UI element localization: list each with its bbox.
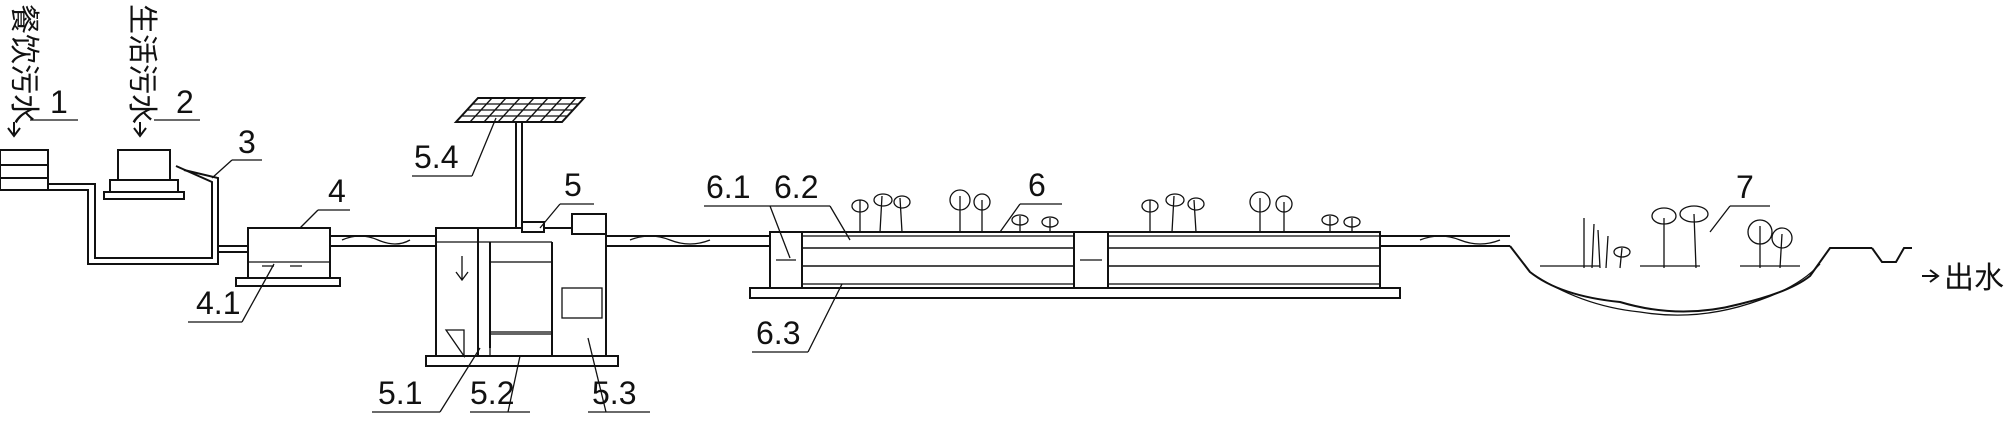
label-6-2: 6.2 <box>774 169 818 205</box>
label-7: 7 <box>1736 169 1754 205</box>
domestic-wastewater-input: 生活污水 2 <box>124 4 200 138</box>
leader-line-6 <box>999 203 1021 233</box>
pipe-4-to-5 <box>330 235 436 247</box>
leader-line-5-2 <box>507 355 521 413</box>
leader-line-6-2 <box>829 205 851 241</box>
unit-7-ecological-pond: 7 <box>1509 169 1872 316</box>
restaurant-wastewater-input: 餐饮污水 1 <box>6 4 78 138</box>
leader-line-4 <box>299 209 319 229</box>
label-6-3: 6.3 <box>756 315 800 351</box>
unit-4-regulating-tank: 4 4.1 <box>188 173 350 323</box>
label-5-2: 5.2 <box>470 375 514 411</box>
leader-line-5-4 <box>471 117 497 177</box>
label-1: 1 <box>50 84 68 120</box>
leader-line-3 <box>211 159 233 179</box>
label-4: 4 <box>328 173 346 209</box>
leader-line-7 <box>1709 205 1731 233</box>
pond-plants <box>1583 205 1793 269</box>
arrow-down-icon <box>7 122 21 138</box>
label-4-1: 4.1 <box>196 285 240 321</box>
label-6: 6 <box>1028 167 1046 203</box>
leader-line-6-1 <box>769 205 791 259</box>
leader-line-5 <box>539 203 561 229</box>
effluent-outlet: 出水 <box>1871 247 2004 296</box>
unit-5-2-filler <box>489 261 553 333</box>
unit-5-4-solar-panel: 5.4 <box>412 97 587 228</box>
unit-2-inlet-box <box>103 149 185 200</box>
label-5-3: 5.3 <box>592 375 636 411</box>
leader-line-5-1 <box>439 347 481 413</box>
water-surface <box>1419 235 1501 245</box>
label-2: 2 <box>176 84 194 120</box>
arrow-down-icon <box>133 122 147 138</box>
arrow-right-icon <box>1922 269 1940 283</box>
label-5: 5 <box>564 167 582 203</box>
leader-line-6-3 <box>807 283 843 353</box>
effluent-label: 出水 <box>1944 261 2004 296</box>
water-surface <box>629 235 711 245</box>
leader-line-5-3 <box>587 337 607 413</box>
label-5-4: 5.4 <box>414 139 458 175</box>
label-3: 3 <box>238 124 256 160</box>
unit-6-constructed-wetland: 6.1 6.2 6 6.3 <box>704 167 1401 353</box>
pipe-5-to-6 <box>606 235 770 247</box>
unit-5-treatment-equipment: 5.1 5.2 5.3 5 <box>372 167 650 413</box>
label-6-1: 6.1 <box>706 169 750 205</box>
domestic-wastewater-label: 生活污水 <box>124 4 159 124</box>
unit-5-1-sludge-hopper <box>444 329 465 359</box>
water-surface <box>341 235 411 245</box>
pipe-6-to-7 <box>1380 235 1510 247</box>
unit-5-3-filter <box>561 287 603 319</box>
unit-1-grease-trap <box>0 149 49 191</box>
leader-line-4-1 <box>241 263 275 323</box>
pipe-to-unit-4 <box>218 245 248 253</box>
wetland-plants <box>851 189 1361 233</box>
restaurant-wastewater-label: 餐饮污水 <box>6 4 41 124</box>
label-5-1: 5.1 <box>378 375 422 411</box>
